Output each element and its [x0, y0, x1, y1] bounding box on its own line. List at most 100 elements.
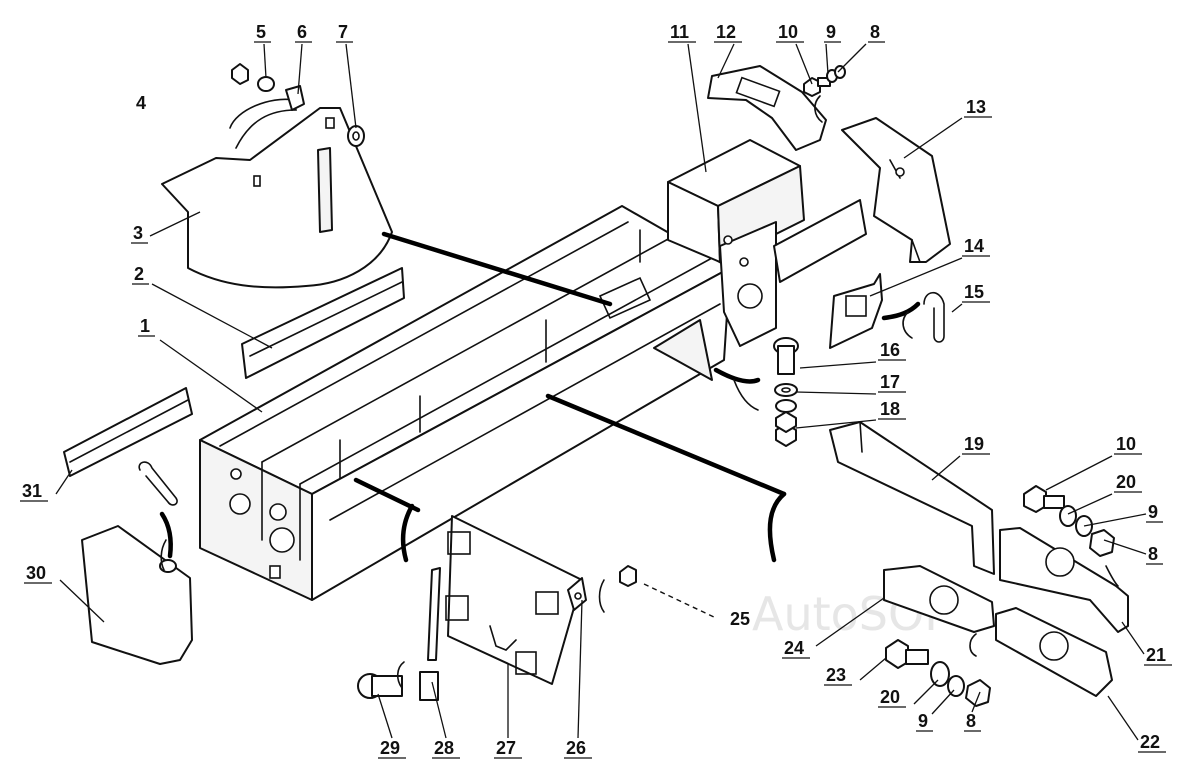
- callout-c20: 20: [1067, 472, 1142, 515]
- callout-number: 24: [784, 638, 804, 658]
- callout-c23: 23: [824, 657, 887, 686]
- callout-c10b: 10: [1045, 434, 1142, 491]
- callout-c11: 11: [668, 22, 707, 173]
- top-cover: [707, 65, 827, 151]
- leader-line: [859, 657, 887, 681]
- leader-line: [687, 43, 707, 173]
- callout-number: 4: [136, 93, 146, 113]
- callout-c12: 12: [714, 22, 742, 79]
- leader-line: [971, 691, 981, 713]
- callout-number: 27: [496, 738, 516, 758]
- callout-number: 25: [730, 609, 750, 629]
- leader-line: [931, 689, 955, 715]
- hairpin-clip: [881, 291, 945, 343]
- callout-c19: 19: [931, 434, 990, 481]
- guard-3: [161, 98, 393, 289]
- leader-line: [799, 361, 877, 369]
- leader-line: [577, 599, 583, 739]
- side-rail-2: [241, 267, 405, 379]
- cover-30: [81, 525, 193, 665]
- callout-number: 2: [134, 264, 144, 284]
- bracket-19: [829, 421, 995, 575]
- callout-c9: 9: [824, 22, 841, 75]
- callout-c8b: 8: [1103, 539, 1163, 565]
- callout-c30: 30: [24, 563, 105, 623]
- callout-number: 1: [140, 316, 150, 336]
- callout-c9c: 9: [916, 689, 955, 732]
- callout-c26: 26: [564, 599, 592, 759]
- fastener-set-top: [803, 65, 846, 97]
- side-panel: [841, 117, 951, 263]
- callout-number: 16: [880, 340, 900, 360]
- side-rail-31: [63, 387, 193, 477]
- callout-c21: 21: [1121, 621, 1172, 666]
- callout-number: 13: [966, 97, 986, 117]
- leader-line: [431, 681, 447, 739]
- leader-line: [1045, 455, 1113, 491]
- callout-c20b: 20: [878, 679, 939, 708]
- callout-c8c: 8: [964, 691, 981, 732]
- callout-c5: 5: [254, 22, 271, 79]
- fastener-set-right: [1023, 485, 1115, 557]
- leader-line: [869, 257, 963, 297]
- leader-line: [1083, 513, 1147, 527]
- callout-number: 8: [1148, 544, 1158, 564]
- leader-line: [903, 117, 963, 159]
- callout-c24: 24: [782, 597, 885, 659]
- callout-c25: 25: [730, 609, 750, 629]
- bolt-stack-16-18: [773, 337, 799, 447]
- callout-number: 6: [297, 22, 307, 42]
- leader-line: [297, 43, 303, 95]
- leader-line: [931, 455, 961, 481]
- small-plate: [829, 273, 883, 349]
- callout-number: 19: [964, 434, 984, 454]
- leader-line: [913, 679, 939, 705]
- leader-line: [149, 211, 201, 237]
- callout-number: 9: [1148, 502, 1158, 522]
- callout-number: 31: [22, 481, 42, 501]
- cover-plate: [445, 515, 583, 685]
- leader-line: [1103, 539, 1147, 555]
- hairpin-clip-left: [138, 461, 178, 559]
- callout-number: 30: [26, 563, 46, 583]
- leader-line: [59, 579, 105, 623]
- callout-number: 22: [1140, 732, 1160, 752]
- pin-29: [357, 673, 403, 699]
- callout-c7: 7: [336, 22, 357, 129]
- leader-line: [1067, 493, 1113, 515]
- callout-c3: 3: [131, 211, 201, 244]
- leader-line: [1107, 695, 1139, 741]
- callout-number: 14: [964, 236, 984, 256]
- callout-c13: 13: [903, 97, 992, 159]
- callout-c14: 14: [869, 236, 990, 297]
- callout-c27: 27: [494, 664, 522, 759]
- callout-number: 20: [1116, 472, 1136, 492]
- callout-c18: 18: [795, 399, 906, 429]
- callout-c9b: 9: [1083, 502, 1163, 527]
- callout-c16: 16: [799, 340, 906, 369]
- leader-line: [795, 419, 877, 429]
- leader-line: [951, 303, 963, 313]
- callout-c10: 10: [776, 22, 813, 85]
- leader-line: [795, 391, 877, 395]
- rear-bracket-assembly: [653, 139, 867, 381]
- callout-number: 20: [880, 687, 900, 707]
- callout-number: 18: [880, 399, 900, 419]
- strip-28: [419, 567, 441, 701]
- callout-number: 29: [380, 738, 400, 758]
- bolt-5: [231, 63, 275, 92]
- plate-6: [285, 85, 305, 111]
- callout-number: 8: [870, 22, 880, 42]
- callout-c1: 1: [138, 316, 263, 413]
- callout-c22: 22: [1107, 695, 1166, 753]
- leader-line: [815, 597, 885, 647]
- callout-number: 9: [918, 711, 928, 731]
- leader-line: [151, 283, 273, 349]
- assembly-lines: [160, 95, 1119, 689]
- bracket-24: [883, 565, 995, 633]
- leader-line: [795, 43, 813, 85]
- leader-line: [825, 43, 829, 75]
- callout-number: 3: [133, 223, 143, 243]
